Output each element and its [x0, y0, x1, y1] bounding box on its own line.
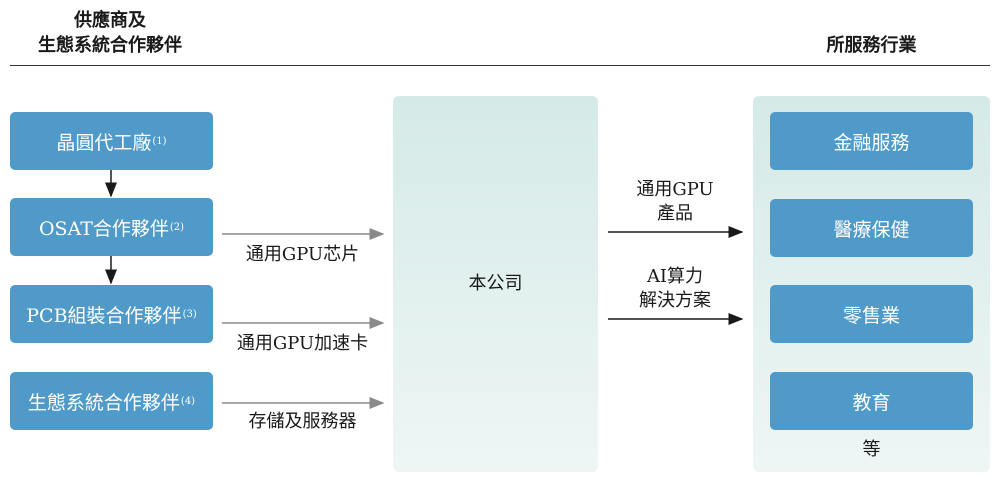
header-divider	[10, 65, 990, 66]
suppliers-heading-line2: 生態系統合作夥伴	[38, 35, 182, 56]
supplier-label: 晶圓代工廠	[56, 131, 152, 154]
industry-box-retail: 零售業	[770, 285, 973, 343]
input-label-gpu-chip: 通用GPU芯片	[245, 244, 360, 265]
footnote-marker: (2)	[169, 221, 185, 233]
supplier-box-ecosystem: 生態系統合作夥伴(4)	[10, 372, 213, 430]
industry-box-healthcare: 醫療保健	[770, 199, 973, 257]
company-panel	[393, 96, 598, 472]
suppliers-heading: 供應商及 生態系統合作夥伴	[10, 8, 210, 58]
suppliers-heading-line1: 供應商及	[74, 10, 146, 31]
company-label: 本公司	[468, 273, 523, 294]
industry-box-finance: 金融服務	[770, 112, 973, 170]
input-label-storage: 存儲及服務器	[248, 411, 357, 432]
supplier-box-osat: OSAT合作夥伴(2)	[10, 198, 213, 256]
output-label-ai-solutions: AI算力 解決方案	[608, 265, 742, 313]
supplier-box-foundry: 晶圓代工廠(1)	[10, 112, 213, 170]
supplier-label: 生態系統合作夥伴	[27, 391, 180, 414]
supplier-label: OSAT合作夥伴	[38, 217, 169, 240]
footnote-marker: (3)	[182, 308, 197, 320]
industries-etc: 等	[862, 439, 881, 460]
industry-box-education: 教育	[770, 372, 973, 430]
industries-heading: 所服務行業	[826, 35, 917, 56]
output-label-line1: 通用GPU	[636, 179, 714, 200]
output-label-line2: 產品	[657, 203, 693, 224]
output-label-line2: 解決方案	[639, 290, 711, 311]
footnote-marker: (1)	[152, 135, 167, 147]
output-label-gpu-products: 通用GPU 產品	[608, 178, 742, 226]
supplier-label: PCB組裝合作夥伴	[26, 304, 182, 327]
supplier-box-pcb: PCB組裝合作夥伴(3)	[10, 285, 213, 343]
input-label-gpu-card: 通用GPU加速卡	[236, 333, 369, 354]
footnote-marker: (4)	[180, 395, 196, 407]
output-label-line1: AI算力	[646, 266, 704, 287]
